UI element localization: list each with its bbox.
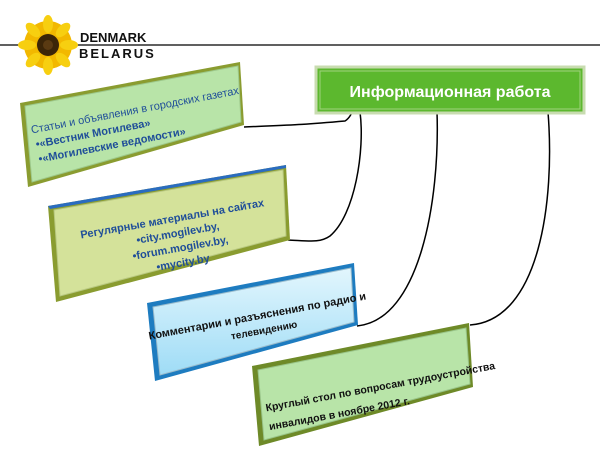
box-newspapers: Статьи и объявления в городских газетах …: [20, 62, 244, 187]
logo-denmark: DENMARK: [80, 30, 147, 45]
connector-3: [356, 111, 439, 327]
box-radio-tv: Комментарии и разъяснения по радио и тел…: [147, 263, 367, 381]
header-title: Информационная работа: [350, 84, 551, 101]
connector-4: [469, 111, 551, 326]
sunflower-logo-icon: [18, 15, 78, 75]
connector-2: [287, 111, 362, 242]
header-box: Информационная работа: [314, 65, 586, 115]
connectors: [243, 111, 551, 327]
logo-belarus: BELARUS: [79, 46, 156, 61]
box-websites: Регулярные материалы на сайтах •city.mog…: [48, 165, 290, 302]
